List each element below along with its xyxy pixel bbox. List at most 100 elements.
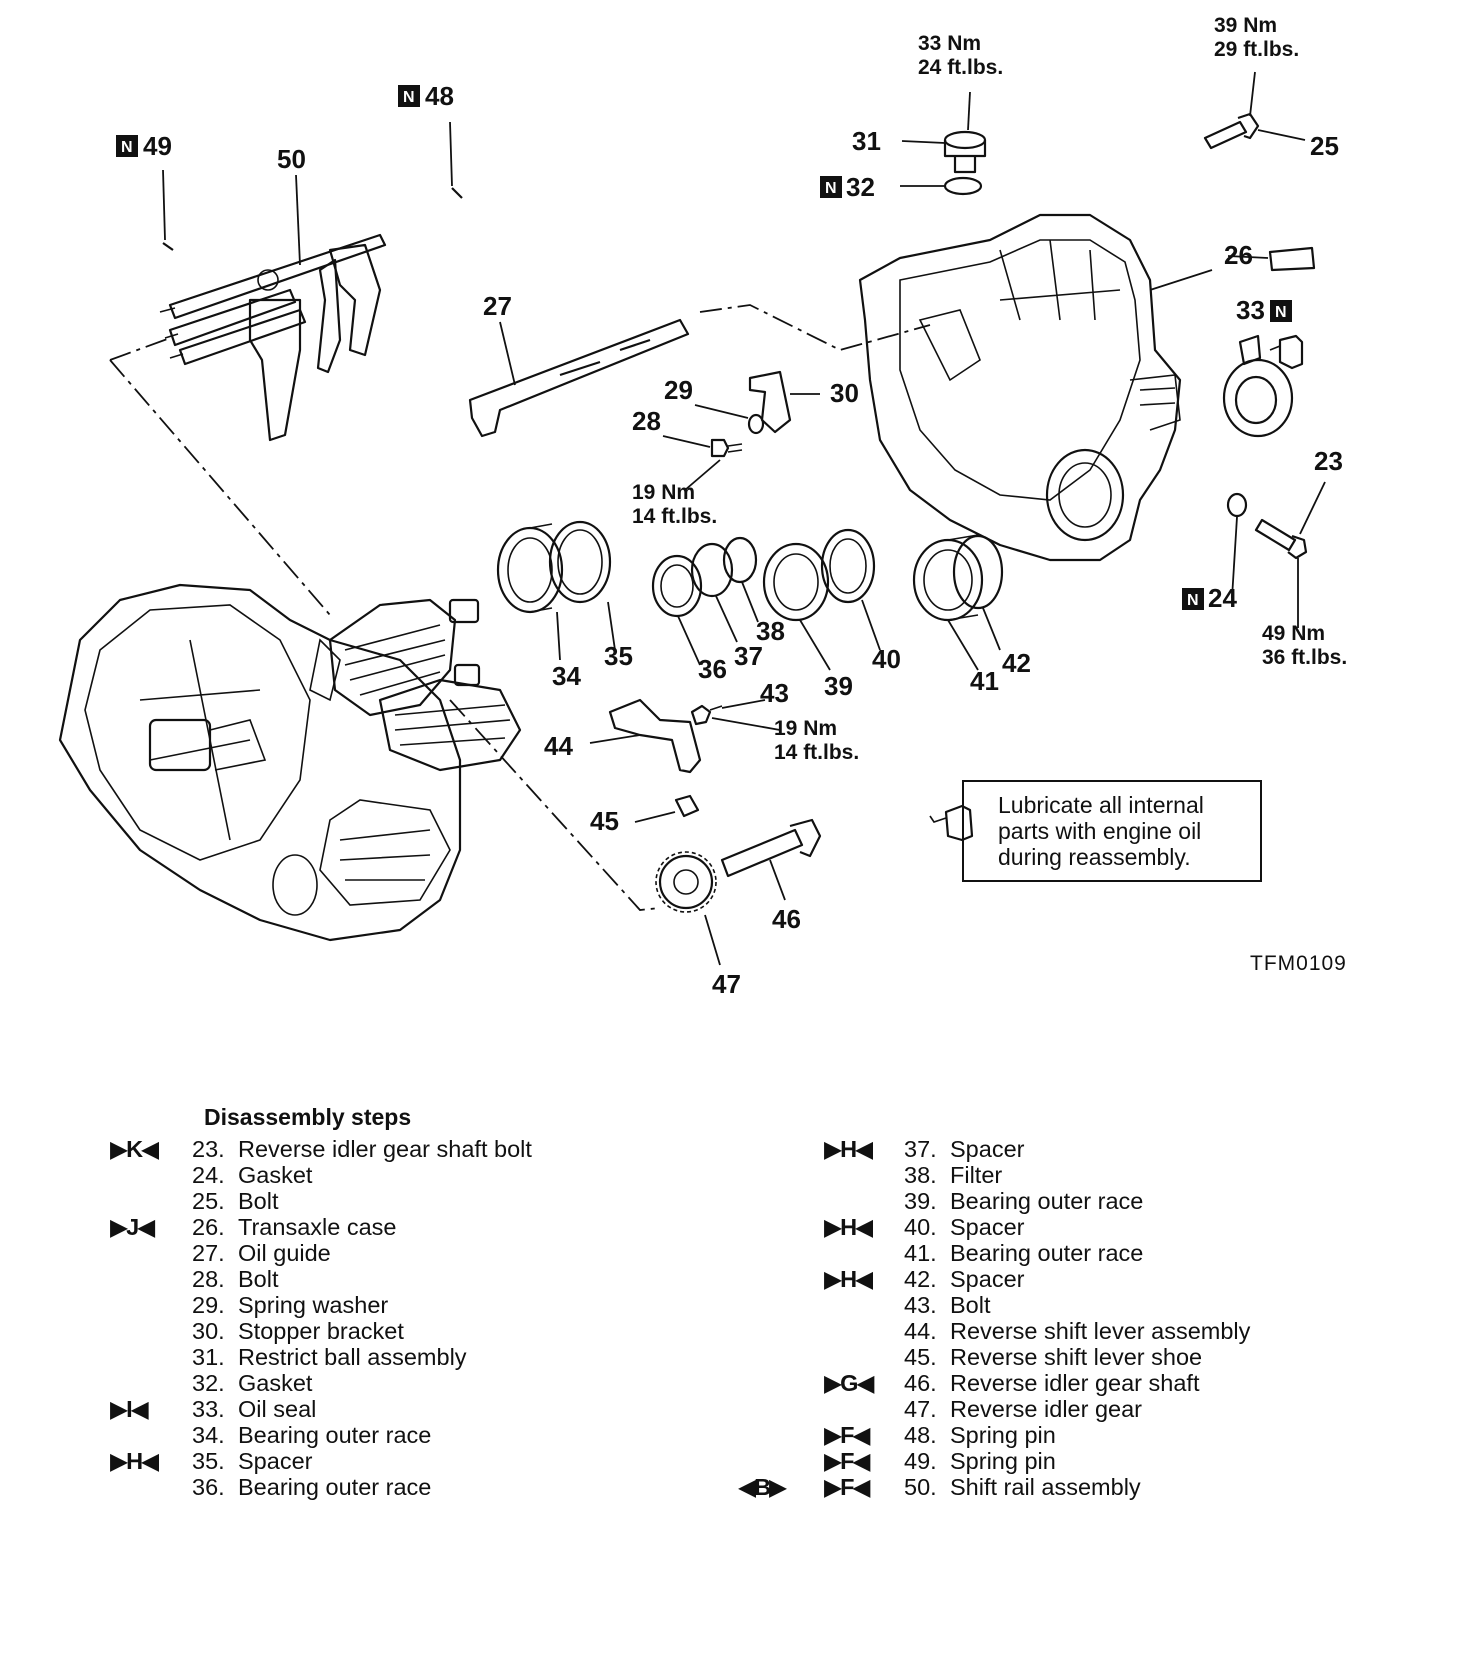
callout-35: 35 (604, 641, 633, 671)
oil-guide-illustration (468, 318, 690, 438)
callout-24: 24 (1208, 583, 1237, 613)
callout-38: 38 (756, 616, 785, 646)
exploded-view-diagram: N N N N N 49 48 50 27 29 28 30 31 32 25 … (58, 14, 1347, 999)
callout-42: 42 (1002, 648, 1031, 678)
gasket-24-illustration (1226, 492, 1248, 518)
callout-37: 37 (734, 641, 763, 671)
torque-25-ftlbs: 29 ft.lbs. (1214, 38, 1299, 61)
service-mark-secondary: ◀B▶ (738, 1474, 787, 1500)
service-mark: ▶H◀ (824, 1266, 873, 1292)
torque-43-ftlbs: 14 ft.lbs. (774, 741, 859, 764)
callout-29: 29 (664, 375, 693, 405)
shift-rail-assembly-illustration (159, 233, 387, 442)
step-number: 32. (192, 1370, 225, 1396)
alignment-line (109, 359, 331, 616)
bolt-43-illustration (690, 704, 723, 726)
bearing-outer-race-36 (651, 554, 703, 618)
reverse-idler-gear-shaft-illustration (720, 818, 822, 878)
step-label: Spacer (950, 1136, 1025, 1162)
callout-26: 26 (1224, 240, 1253, 270)
note-line: Lubricate all internal (998, 792, 1204, 818)
callout-30: 30 (830, 378, 859, 408)
step-label: Bearing outer race (950, 1240, 1144, 1266)
leader-lines (162, 71, 1326, 966)
svg-text:N: N (121, 139, 133, 156)
step-label: Restrict ball assembly (238, 1344, 467, 1370)
new-part-mark-48: N (398, 85, 420, 107)
svg-text:N: N (1275, 304, 1287, 321)
callout-48: 48 (425, 81, 454, 111)
steps-title: Disassembly steps (204, 1104, 412, 1130)
step-number: 44. (904, 1318, 937, 1344)
step-number: 42. (904, 1266, 937, 1292)
callout-40: 40 (872, 644, 901, 674)
step-number: 26. (192, 1214, 225, 1240)
service-mark: ▶F◀ (824, 1422, 871, 1448)
step-number: 23. (192, 1136, 225, 1162)
step-number: 43. (904, 1292, 937, 1318)
callout-50: 50 (277, 144, 306, 174)
stopper-bracket-illustration (748, 370, 792, 434)
torque-23-ftlbs: 36 ft.lbs. (1262, 646, 1347, 669)
step-label: Oil guide (238, 1240, 331, 1266)
step-label: Stopper bracket (238, 1318, 404, 1344)
step-number: 50. (904, 1474, 937, 1500)
callout-27: 27 (483, 291, 512, 321)
spacer-37 (690, 542, 734, 598)
new-part-mark-33: N (1270, 300, 1292, 322)
service-mark: ▶H◀ (824, 1214, 873, 1240)
lubrication-note: Lubricate all internal parts with engine… (962, 780, 1262, 882)
breather-illustration (1268, 246, 1316, 272)
step-label: Gasket (238, 1370, 313, 1396)
step-number: 37. (904, 1136, 937, 1162)
bearing-outer-race-39 (762, 542, 830, 622)
step-number: 28. (192, 1266, 225, 1292)
reverse-idler-gear-illustration (655, 851, 717, 913)
callout-23: 23 (1314, 446, 1343, 476)
service-mark: ▶F◀ (824, 1448, 871, 1474)
bolt-25-illustration (1203, 112, 1260, 150)
step-number: 31. (192, 1344, 225, 1370)
step-number: 27. (192, 1240, 225, 1266)
step-number: 29. (192, 1292, 225, 1318)
step-label: Reverse idler gear shaft (950, 1370, 1200, 1396)
callout-28: 28 (632, 406, 661, 436)
alignment-line (109, 337, 171, 361)
step-label: Gasket (238, 1162, 313, 1188)
svg-text:N: N (1187, 592, 1199, 609)
step-number: 38. (904, 1162, 937, 1188)
spacer-35 (548, 520, 612, 604)
new-part-mark-32: N (820, 176, 842, 198)
torque-25-nm: 39 Nm (1214, 14, 1277, 37)
step-label: Bolt (238, 1188, 279, 1214)
torque-28-ftlbs: 14 ft.lbs. (632, 505, 717, 528)
note-line: during reassembly. (998, 844, 1191, 870)
step-label: Shift rail assembly (950, 1474, 1141, 1500)
svg-text:N: N (825, 180, 837, 197)
step-number: 48. (904, 1422, 937, 1448)
step-label: Bolt (950, 1292, 991, 1318)
step-label: Spring pin (950, 1448, 1056, 1474)
step-label: Reverse idler gear shaft bolt (238, 1136, 532, 1162)
spring-washer-illustration (747, 413, 765, 435)
oil-can-icon (1269, 334, 1304, 370)
callout-34: 34 (552, 661, 581, 691)
step-label: Reverse idler gear (950, 1396, 1143, 1422)
step-number: 39. (904, 1188, 937, 1214)
callout-47: 47 (712, 969, 741, 999)
service-mark: ▶J◀ (110, 1214, 155, 1240)
service-mark: ▶I◀ (110, 1396, 149, 1422)
bolt-23-illustration (1254, 518, 1308, 560)
service-mark: ▶G◀ (824, 1370, 874, 1396)
torque-31-nm: 33 Nm (918, 32, 981, 55)
torque-28-nm: 19 Nm (632, 481, 695, 504)
step-number: 49. (904, 1448, 937, 1474)
spacer-40 (820, 528, 876, 604)
transaxle-case-illustration (858, 213, 1182, 562)
step-number: 36. (192, 1474, 225, 1500)
step-number: 41. (904, 1240, 937, 1266)
bolt-28-illustration (710, 438, 743, 458)
callout-43: 43 (760, 678, 789, 708)
figure-code: TFM0109 (1250, 952, 1347, 975)
step-number: 25. (192, 1188, 225, 1214)
